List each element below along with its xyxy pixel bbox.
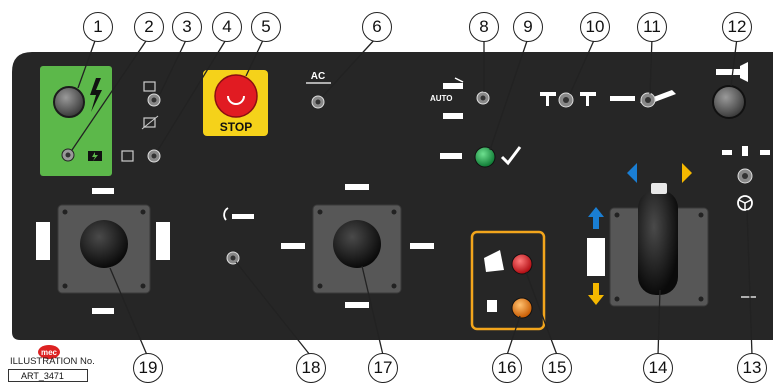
callout-4: 4 bbox=[212, 12, 242, 42]
lift-arrow-icon-top bbox=[92, 188, 114, 194]
callout-8: 8 bbox=[469, 12, 499, 42]
callout-2: 2 bbox=[134, 12, 164, 42]
callout-3: 3 bbox=[172, 12, 202, 42]
callout-6: 6 bbox=[362, 12, 392, 42]
callout-1: 1 bbox=[83, 12, 113, 42]
stop-label: STOP bbox=[220, 120, 252, 134]
auto-level-switch[interactable] bbox=[477, 92, 489, 104]
callout-11: 11 bbox=[637, 12, 667, 42]
machine-drive-icon bbox=[587, 238, 605, 276]
joystick-17[interactable] bbox=[333, 220, 381, 268]
callout-9: 9 bbox=[513, 12, 543, 42]
callout-10: 10 bbox=[580, 12, 610, 42]
rotate-toggle-switch[interactable] bbox=[227, 252, 239, 264]
toggle-switch-3[interactable] bbox=[148, 94, 160, 106]
warning-indicator-frame bbox=[472, 232, 544, 329]
outrigger-down-icon bbox=[443, 113, 463, 119]
joystick-19[interactable] bbox=[80, 220, 128, 268]
steering-toggle-switch[interactable] bbox=[738, 169, 752, 183]
ac-label: AC bbox=[311, 71, 325, 82]
rotate-icon-right bbox=[156, 222, 170, 260]
platform-toggle-switch[interactable] bbox=[641, 93, 655, 107]
horn-button[interactable] bbox=[713, 86, 745, 118]
axle-toggle-switch[interactable] bbox=[559, 93, 573, 107]
battery-toggle-switch[interactable] bbox=[62, 149, 74, 161]
boom-left-icon bbox=[281, 243, 305, 249]
tilt-alarm-indicator bbox=[512, 254, 532, 274]
lift-arrow-icon-bottom bbox=[92, 308, 114, 314]
callout-16: 16 bbox=[492, 353, 522, 383]
ac-toggle-switch[interactable] bbox=[312, 96, 324, 108]
illustration-label: ILLUSTRATION No. bbox=[10, 356, 95, 367]
callout-18: 18 bbox=[296, 353, 326, 383]
fuel-icon bbox=[487, 300, 497, 312]
level-icon bbox=[440, 153, 462, 159]
callout-14: 14 bbox=[643, 353, 673, 383]
callout-5: 5 bbox=[251, 12, 281, 42]
boom-up-icon bbox=[345, 184, 369, 190]
level-ok-indicator bbox=[475, 147, 495, 167]
battery-icon bbox=[88, 151, 102, 161]
auto-label: AUTO bbox=[430, 94, 453, 103]
callout-12: 12 bbox=[722, 12, 752, 42]
boom-down-icon bbox=[345, 302, 369, 308]
callout-15: 15 bbox=[542, 353, 572, 383]
emergency-stop-button[interactable] bbox=[215, 75, 257, 117]
start-button[interactable] bbox=[54, 87, 84, 117]
callout-17: 17 bbox=[368, 353, 398, 383]
callout-13: 13 bbox=[737, 353, 767, 383]
toggle-switch-4[interactable] bbox=[148, 150, 160, 162]
rotate-icon-left bbox=[36, 222, 50, 260]
drive-joystick[interactable] bbox=[638, 190, 678, 295]
low-fuel-indicator bbox=[512, 298, 532, 318]
callout-19: 19 bbox=[133, 353, 163, 383]
illustration-number: ART_3471 bbox=[8, 369, 88, 382]
boom-right-icon bbox=[410, 243, 434, 249]
